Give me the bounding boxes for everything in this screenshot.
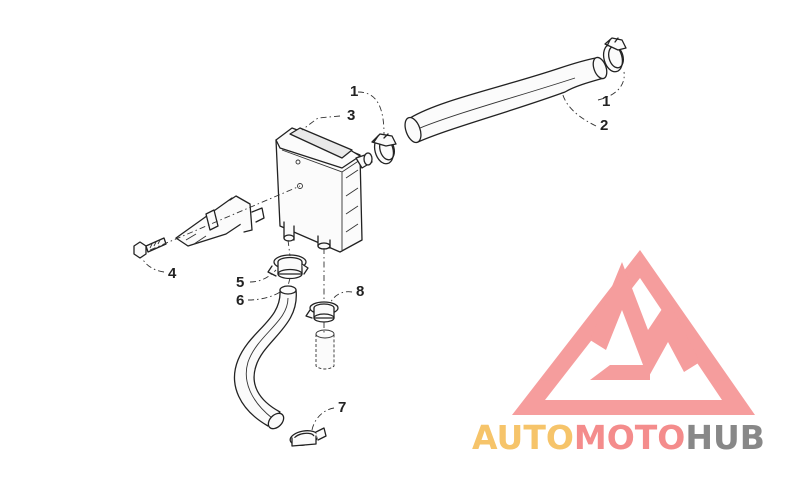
bolt xyxy=(133,237,167,259)
watermark-text: AUTOMOTOHUB xyxy=(472,418,765,457)
watermark-moto: MOTO xyxy=(573,418,686,457)
clamp-5 xyxy=(267,254,309,280)
reservoir-tank xyxy=(275,127,373,253)
callout-1-upper-clamp: 1 xyxy=(602,93,611,110)
callout-1-middle-clamp: 1 xyxy=(350,83,359,100)
callout-3-reservoir: 3 xyxy=(347,107,356,124)
watermark-logo xyxy=(512,250,755,415)
short-hose xyxy=(315,329,335,370)
callout-6-lower-hose: 6 xyxy=(236,292,245,309)
watermark-auto: AUTO xyxy=(472,418,574,457)
callout-5-clamp: 5 xyxy=(236,274,245,291)
assembly-lines xyxy=(149,185,325,334)
watermark-hub: HUB xyxy=(685,418,765,457)
callout-4-bolt: 4 xyxy=(168,265,177,282)
mounting-bracket xyxy=(175,195,265,247)
upper-hose xyxy=(404,56,608,144)
clamp-8 xyxy=(305,301,339,323)
lower-hose xyxy=(233,285,297,430)
callout-7-clamp: 7 xyxy=(338,399,347,416)
leader-lines xyxy=(141,71,625,431)
callout-2-upper-hose: 2 xyxy=(600,117,609,134)
callout-8-clamp: 8 xyxy=(356,283,365,300)
clamp-middle xyxy=(371,133,397,165)
clamp-7 xyxy=(289,427,327,447)
clamp-upper-right xyxy=(602,37,627,73)
